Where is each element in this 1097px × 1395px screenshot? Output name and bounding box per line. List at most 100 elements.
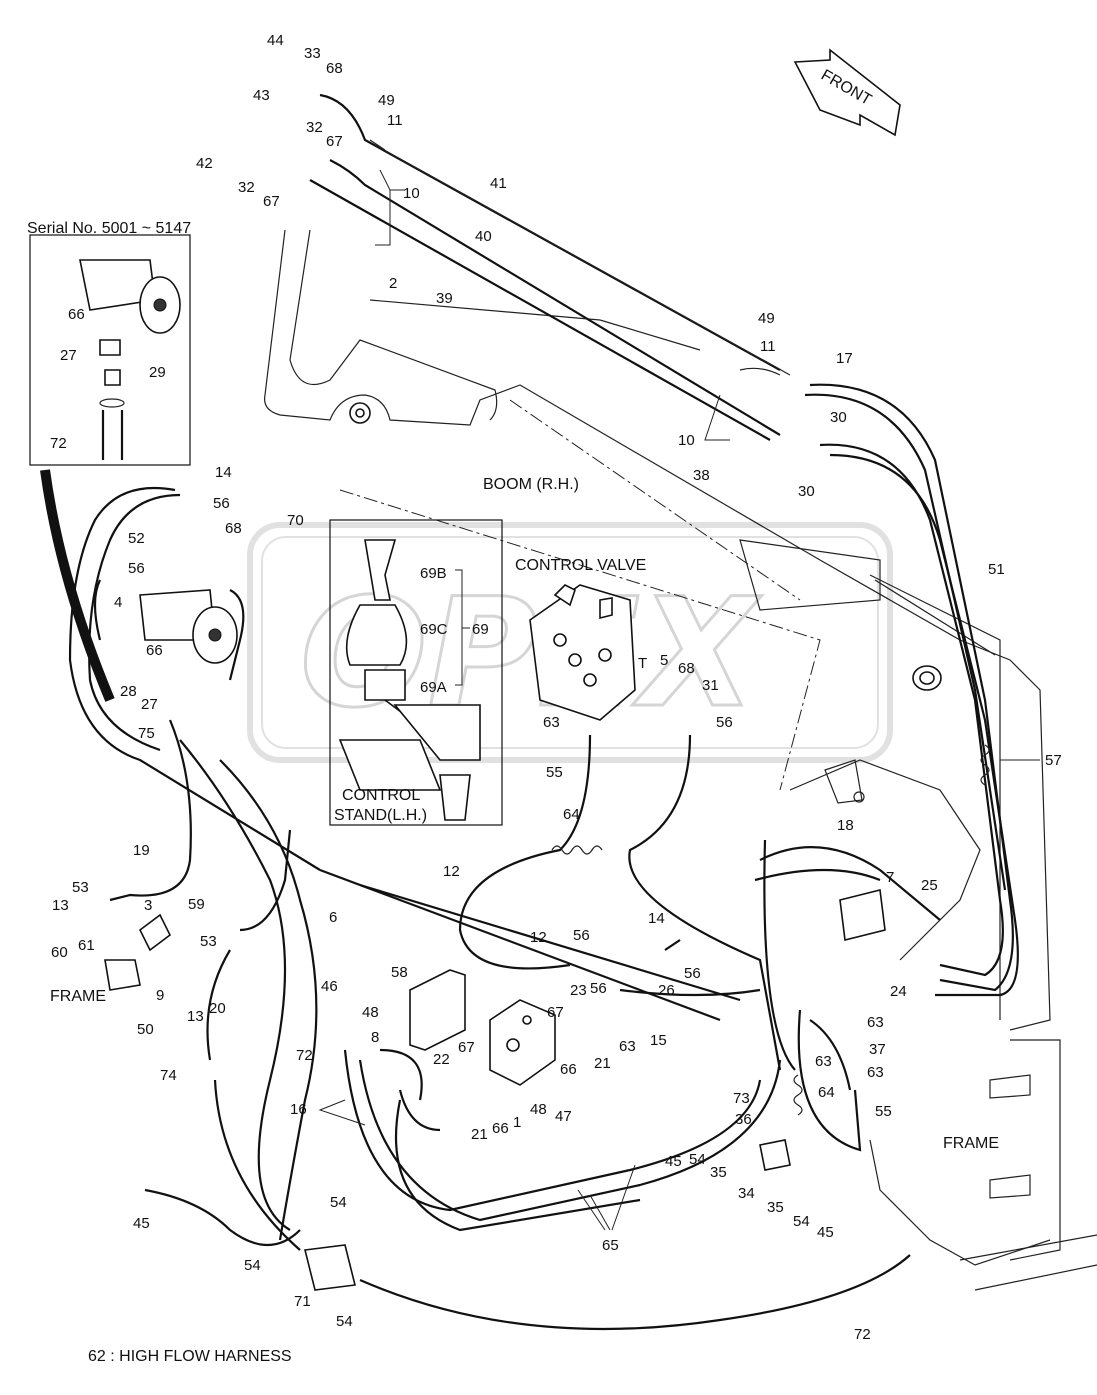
- part-label-58: 58: [391, 964, 408, 981]
- part-label-66: 66: [68, 306, 85, 323]
- boom-label: BOOM (R.H.): [483, 476, 579, 493]
- part-label-48: 48: [362, 1004, 379, 1021]
- part-label-48: 48: [530, 1101, 547, 1118]
- part-label-57: 57: [1045, 752, 1062, 769]
- part-label-68: 68: [326, 60, 343, 77]
- part-label-67: 67: [458, 1039, 475, 1056]
- part-label-54: 54: [793, 1213, 810, 1230]
- part-label-30: 30: [798, 483, 815, 500]
- part-label-19: 19: [133, 842, 150, 859]
- part-label-52: 52: [128, 530, 145, 547]
- part-label-55: 55: [546, 764, 563, 781]
- part-label-41: 41: [490, 175, 507, 192]
- part-label-2: 2: [389, 275, 397, 292]
- part-label-45: 45: [665, 1153, 682, 1170]
- part-number-labels: 44 33 68 43 49 32 11 67 42 32 10 67 41 4…: [50, 32, 1062, 1343]
- part-label-69B: 69B: [420, 565, 447, 582]
- part-label-73: 73: [733, 1090, 750, 1107]
- part-label-14: 14: [648, 910, 665, 927]
- part-label-7: 7: [886, 869, 894, 886]
- part-label-71: 71: [294, 1293, 311, 1310]
- part-label-28: 28: [120, 683, 137, 700]
- part-label-12: 12: [443, 863, 460, 880]
- part-label-49: 49: [758, 310, 775, 327]
- leader-lines: [318, 169, 1040, 1231]
- centerline: [339, 489, 821, 791]
- part-label-15: 15: [650, 1032, 667, 1049]
- manifold-block: [409, 969, 556, 1086]
- part-label-25: 25: [921, 877, 938, 894]
- serial-inset: [29, 234, 191, 702]
- part-label-66: 66: [560, 1061, 577, 1078]
- part-label-67: 67: [326, 133, 343, 150]
- part-label-56: 56: [590, 980, 607, 997]
- part-label-10: 10: [678, 432, 695, 449]
- part-label-4: 4: [114, 594, 122, 611]
- part-label-45: 45: [133, 1215, 150, 1232]
- control-valve-label: CONTROL VALVE: [515, 557, 646, 574]
- part-label-72: 72: [854, 1326, 871, 1343]
- part-label-20: 20: [209, 1000, 226, 1017]
- part-label-22: 22: [433, 1051, 450, 1068]
- front-arrow: FRONT: [793, 48, 901, 137]
- solenoid-valve: [104, 913, 172, 991]
- part-label-56: 56: [684, 965, 701, 982]
- control-stand-label-2: STAND(L.H.): [334, 807, 427, 824]
- centerline-2: [509, 399, 801, 601]
- pump-assembly: [139, 589, 238, 664]
- part-label-21: 21: [471, 1126, 488, 1143]
- part-label-69: 69: [472, 621, 489, 638]
- part-label-1: 1: [513, 1114, 521, 1131]
- part-label-30: 30: [830, 409, 847, 426]
- part-label-63: 63: [543, 714, 560, 731]
- part-label-40: 40: [475, 228, 492, 245]
- part-label-6: 6: [329, 909, 337, 926]
- part-label-24: 24: [890, 983, 907, 1000]
- part-label-27: 27: [60, 347, 77, 364]
- part-label-74: 74: [160, 1067, 177, 1084]
- part-label-35: 35: [767, 1199, 784, 1216]
- part-label-13: 13: [187, 1008, 204, 1025]
- part-label-68: 68: [225, 520, 242, 537]
- part-label-56: 56: [573, 927, 590, 944]
- part-label-50: 50: [137, 1021, 154, 1038]
- part-label-56: 56: [213, 495, 230, 512]
- part-label-31: 31: [702, 677, 719, 694]
- frame-label-right: FRAME: [943, 1135, 999, 1152]
- part-label-54: 54: [336, 1313, 353, 1330]
- part-label-69A: 69A: [420, 679, 447, 696]
- part-label-49: 49: [378, 92, 395, 109]
- part-label-54: 54: [689, 1151, 706, 1168]
- part-label-38: 38: [693, 467, 710, 484]
- part-label-70: 70: [287, 512, 304, 529]
- part-label-72: 72: [50, 435, 67, 452]
- part-label-43: 43: [253, 87, 270, 104]
- part-label-5: 5: [660, 652, 668, 669]
- tee-fittings: [304, 889, 886, 1291]
- part-label-14: 14: [215, 464, 232, 481]
- part-label-67: 67: [263, 193, 280, 210]
- steel-tubes: [309, 93, 791, 441]
- frame-label-left: FRAME: [50, 988, 106, 1005]
- part-label-11: 11: [760, 338, 776, 355]
- serial-range: Serial No. 5001 ~ 5147: [27, 220, 191, 237]
- part-label-60: 60: [51, 944, 68, 961]
- left-hoses: [68, 486, 911, 1331]
- center-hoses: [458, 734, 941, 1091]
- control-stand-label-1: CONTROL: [342, 787, 420, 804]
- part-label-12: 12: [530, 929, 547, 946]
- part-label-36: 36: [735, 1111, 752, 1128]
- part-label-27: 27: [141, 696, 158, 713]
- part-label-33: 33: [304, 45, 321, 62]
- part-label-8: 8: [371, 1029, 379, 1046]
- part-label-44: 44: [267, 32, 284, 49]
- part-label-63: 63: [619, 1038, 636, 1055]
- part-label-56: 56: [716, 714, 733, 731]
- part-label-17: 17: [836, 350, 853, 367]
- part-label-54: 54: [244, 1257, 261, 1274]
- part-label-18: 18: [837, 817, 854, 834]
- part-label-59: 59: [188, 896, 205, 913]
- part-label-51: 51: [988, 561, 1005, 578]
